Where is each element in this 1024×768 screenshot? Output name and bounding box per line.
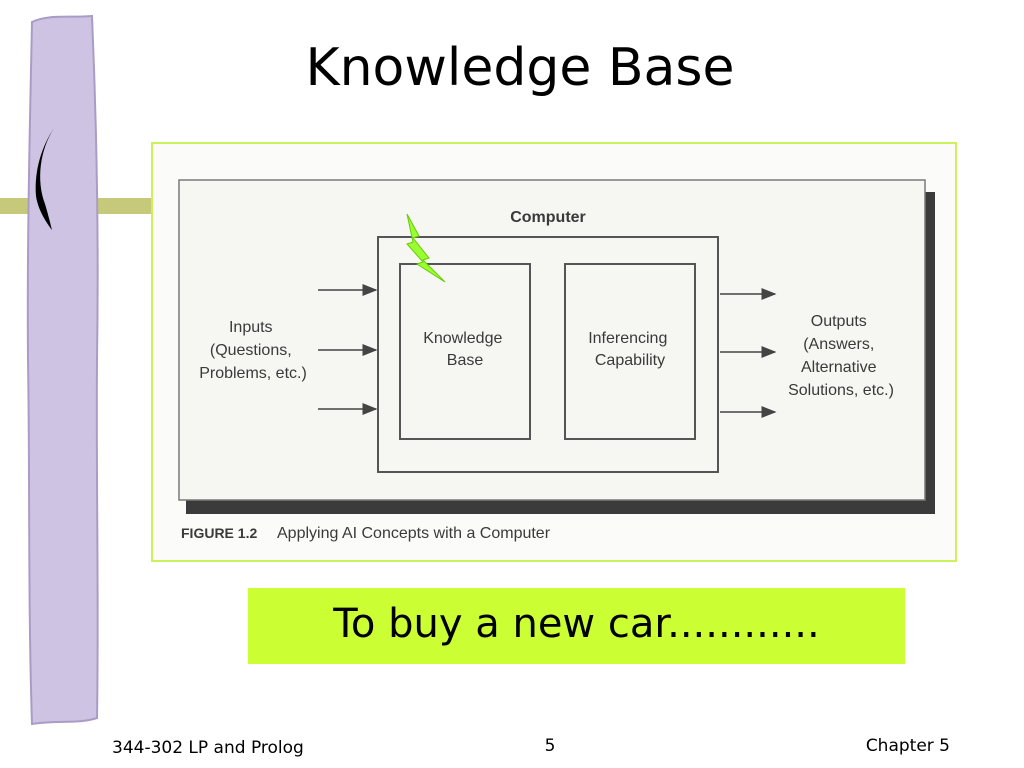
bracket-icon — [35, 128, 54, 230]
outer-box — [178, 179, 926, 501]
svg-text:Inputs (Questions,: Inputs (Questions, Problems, etc.) — [199, 319, 307, 382]
figure-frame: Computer Knowledge Base Inferencing Capa… — [151, 142, 957, 562]
inputs-line-1: Inputs — [229, 319, 273, 336]
knowledge-base-box — [399, 263, 531, 440]
callout-text: To buy a new car............ — [333, 601, 820, 647]
inferencing-line-2: Capability — [595, 352, 665, 369]
computer-box — [377, 236, 719, 473]
outputs-line-1: Outputs — [811, 313, 867, 330]
figure-diagram: Computer Knowledge Base Inferencing Capa… — [178, 179, 935, 542]
footer-page-number: 5 — [544, 736, 556, 756]
outputs-line-2: (Answers, — [803, 336, 874, 353]
inferencing-box — [564, 263, 696, 440]
outputs-line-4: Solutions, etc.) — [788, 382, 894, 399]
knowledge-base-line-2: Base — [447, 352, 484, 369]
inputs-line-3: Problems, etc.) — [199, 365, 307, 382]
decor-sidebar-bar — [26, 14, 99, 726]
computer-label: Computer — [510, 209, 586, 226]
svg-text:Outputs (Answers,: Outputs (Answers, Alternative Solutions,… — [788, 313, 894, 399]
inferencing-line-1: Inferencing — [588, 330, 667, 347]
callout-box: To buy a new car............ — [248, 588, 905, 664]
footer-course: 344-302 LP and Prolog — [112, 738, 304, 758]
slide-title: Knowledge Base — [305, 38, 735, 98]
knowledge-base-line-1: Knowledge — [423, 330, 502, 347]
outputs-line-3: Alternative — [801, 359, 877, 376]
lightning-bolt-icon — [406, 213, 446, 283]
inputs-line-2: (Questions, — [210, 342, 292, 359]
figure-caption-text: Applying AI Concepts with a Computer — [277, 525, 551, 542]
svg-text:Inferencing Capability: Inferencing Capability — [588, 330, 672, 369]
footer-chapter: Chapter 5 — [865, 736, 950, 756]
figure-caption-number: FIGURE 1.2 — [181, 525, 257, 541]
svg-text:Knowledge Base: Knowledge Base — [423, 330, 507, 369]
